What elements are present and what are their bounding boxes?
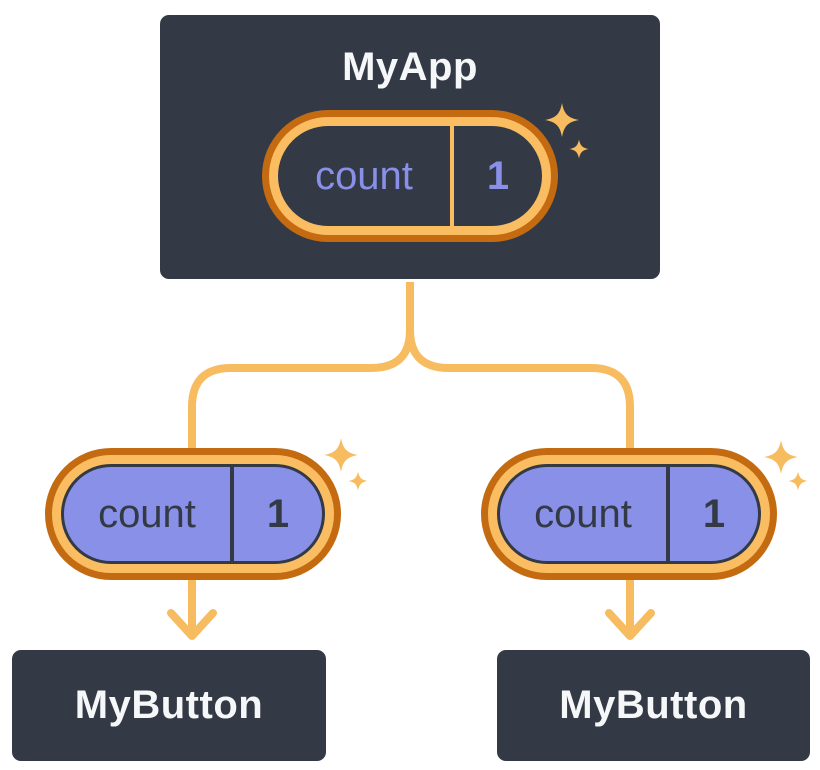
component-card-mybutton-left: MyButton bbox=[9, 647, 329, 764]
state-value: 1 bbox=[266, 491, 290, 536]
pill-divider bbox=[450, 126, 454, 226]
sparkle-icon bbox=[324, 438, 358, 472]
sparkle-icon bbox=[788, 471, 808, 491]
pill-divider bbox=[230, 467, 234, 561]
component-title: MyButton bbox=[74, 683, 264, 727]
state-pill-left-child: count 1 bbox=[45, 448, 341, 580]
component-title: MyApp bbox=[342, 45, 478, 89]
state-pill-root: count 1 bbox=[262, 110, 558, 242]
branch-line-right bbox=[406, 278, 634, 457]
state-value: 1 bbox=[702, 491, 726, 536]
pill-divider bbox=[666, 467, 670, 561]
state-name: count bbox=[315, 153, 413, 198]
arrow-head-right bbox=[605, 609, 655, 640]
state-pill-right-child: count 1 bbox=[481, 448, 777, 580]
sparkle-icon bbox=[764, 440, 798, 474]
arrow-head-left bbox=[167, 609, 217, 640]
state-name: count bbox=[98, 491, 196, 536]
sparkle-icon bbox=[348, 471, 368, 491]
state-value: 1 bbox=[486, 153, 510, 198]
component-card-mybutton-right: MyButton bbox=[494, 647, 813, 764]
state-name: count bbox=[534, 491, 632, 536]
branch-line-left bbox=[188, 278, 414, 457]
component-title: MyButton bbox=[559, 683, 748, 727]
